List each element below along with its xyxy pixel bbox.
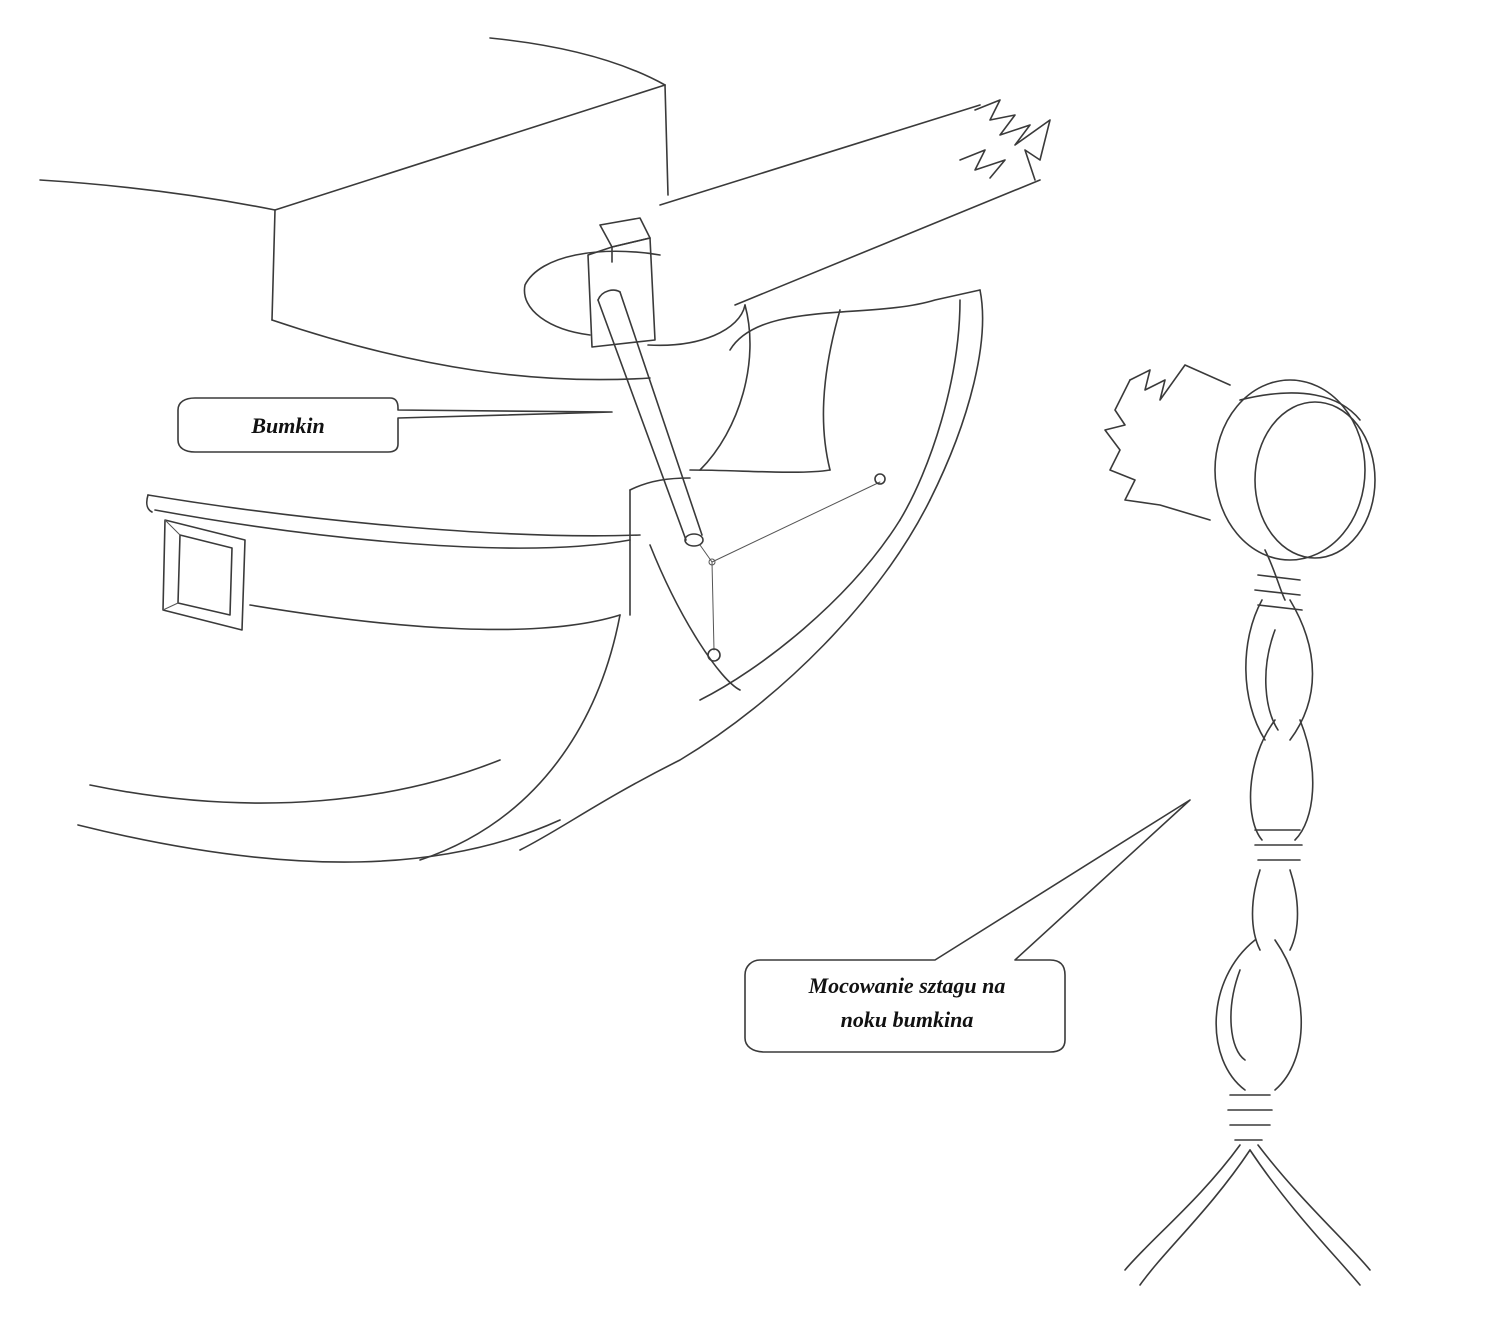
quarter-curve (689, 289, 984, 521)
spar-chock (523, 250, 746, 347)
bumkin-callout: Bumkin (177, 397, 613, 453)
bumkin (587, 217, 704, 547)
spar (659, 99, 1051, 306)
stay-fitting-label-line1: Mocowanie sztagu na (808, 973, 1006, 998)
stern-upper-block (39, 37, 669, 381)
stay-fitting-callout: Mocowanie sztagu na noku bumkina (744, 799, 1191, 1053)
stay-fitting-label-line2: noku bumkina (841, 1007, 974, 1032)
hull (77, 477, 931, 863)
bumkin-label: Bumkin (250, 413, 324, 438)
stay-fitting-detail (1104, 364, 1376, 1286)
stern-window (162, 519, 246, 631)
stays (699, 473, 886, 662)
